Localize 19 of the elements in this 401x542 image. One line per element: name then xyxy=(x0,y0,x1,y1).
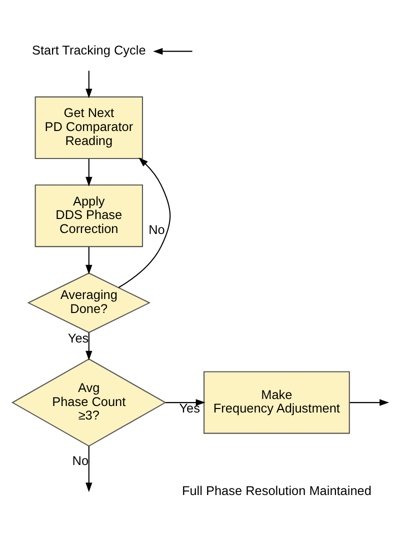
arrow xyxy=(118,156,171,288)
arrow xyxy=(86,70,92,98)
node-box: Make Frequency Adjustment xyxy=(204,370,350,434)
arrow xyxy=(86,158,92,186)
edge-label: No xyxy=(148,221,165,236)
node-diamond: Averaging Done? xyxy=(27,272,151,333)
node-text: Start Tracking Cycle xyxy=(32,42,146,58)
arrow xyxy=(350,398,390,406)
edge-label: Yes xyxy=(179,400,200,416)
arrow xyxy=(86,332,92,360)
arrow xyxy=(166,398,206,406)
label: Full Phase Resolution Maintained xyxy=(182,482,372,498)
node-diamond: Avg Phase Count ≥3? xyxy=(11,358,166,446)
arrow xyxy=(86,246,92,274)
node-box: Get Next PD Comparator Reading xyxy=(34,96,144,159)
arrow xyxy=(153,48,192,54)
node-box: Apply DDS Phase Correction xyxy=(34,184,144,247)
edge-label: No xyxy=(72,452,89,468)
arrow xyxy=(86,446,92,492)
